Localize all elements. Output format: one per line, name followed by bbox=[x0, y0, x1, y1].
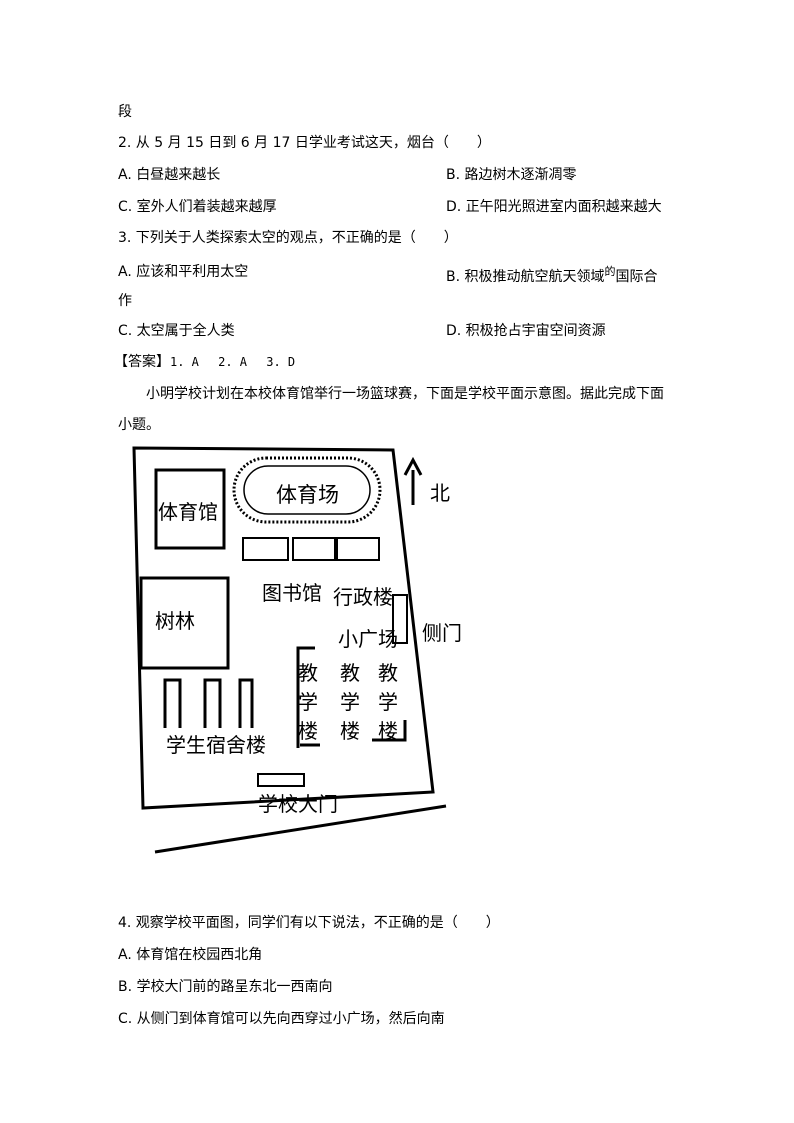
q2-option-d: D. 正午阳光照进室内面积越来越大 bbox=[446, 199, 662, 215]
question-4: 4. 观察学校平面图，同学们有以下说法，不正确的是（ ） bbox=[118, 915, 500, 931]
q3-option-b-continued: 作 bbox=[118, 293, 132, 309]
map-label-dorm: 学生宿舍楼 bbox=[166, 733, 266, 757]
q3b-text: B. 积极推动航空航天领域 bbox=[446, 269, 605, 285]
dorm-building bbox=[163, 678, 254, 728]
question-2: 2. 从 5 月 15 日到 6 月 17 日学业考试这天，烟台（ ） bbox=[118, 135, 491, 151]
map-label-side-gate: 侧门 bbox=[422, 621, 462, 645]
text-fragment: 段 bbox=[118, 104, 132, 120]
answer-label: 【答案】 bbox=[114, 354, 170, 370]
court bbox=[336, 537, 380, 561]
gym-building bbox=[154, 468, 226, 550]
q2-option-b: B. 路边树木逐渐凋零 bbox=[446, 167, 577, 183]
q3-option-c: C. 太空属于全人类 bbox=[118, 323, 235, 339]
q3-option-d: D. 积极抢占宇宙空间资源 bbox=[446, 323, 606, 339]
q4-option-a: A. 体育馆在校园西北角 bbox=[118, 947, 263, 963]
map-label-teaching: 教 bbox=[340, 661, 360, 685]
map-label-teaching: 教 bbox=[298, 661, 318, 685]
answer-text: 1. A 2. A 3. D bbox=[170, 355, 296, 369]
map-label-teaching: 学 bbox=[378, 690, 398, 714]
map-label-teaching: 楼 bbox=[378, 719, 398, 743]
intro-text: 小明学校计划在本校体育馆举行一场篮球赛，下面是学校平面示意图。据此完成下面 bbox=[146, 386, 664, 402]
teaching-building bbox=[296, 646, 407, 748]
court bbox=[242, 537, 289, 561]
answer-line: 【答案】1. A 2. A 3. D bbox=[114, 353, 295, 371]
main-gate bbox=[257, 773, 305, 787]
map-label-teaching: 学 bbox=[340, 690, 360, 714]
campus-boundary bbox=[132, 446, 435, 810]
stadium-track bbox=[232, 456, 382, 524]
map-label-teaching: 楼 bbox=[340, 719, 360, 743]
map-label-north: 北 bbox=[430, 481, 450, 505]
map-label-stadium: 体育场 bbox=[276, 483, 339, 507]
road-line bbox=[154, 804, 447, 854]
map-label-teaching: 教 bbox=[378, 661, 398, 685]
map-label-square: 小广场 bbox=[338, 627, 398, 651]
court bbox=[292, 537, 336, 561]
q2-option-a: A. 白昼越来越长 bbox=[118, 167, 221, 183]
map-label-gym: 体育馆 bbox=[158, 500, 218, 524]
question-3: 3. 下列关于人类探索太空的观点，不正确的是（ ） bbox=[118, 230, 458, 246]
map-label-teaching: 学 bbox=[298, 690, 318, 714]
map-label-main-gate: 学校大门 bbox=[258, 792, 338, 816]
map-label-teaching: 楼 bbox=[298, 719, 318, 743]
map-label-library: 图书馆 bbox=[262, 581, 322, 605]
map-label-woods: 树林 bbox=[155, 609, 195, 633]
north-arrow bbox=[403, 456, 423, 505]
q2-option-c: C. 室外人们着装越来越厚 bbox=[118, 199, 277, 215]
side-gate-building bbox=[392, 594, 408, 644]
woods-area bbox=[139, 576, 230, 670]
map-label-admin: 行政楼 bbox=[333, 585, 393, 609]
school-plan-map: 体育场 体育馆 北 图书馆 行政楼 树林 小广场 侧门 教 学 楼 教 学 楼 … bbox=[132, 446, 462, 854]
q3b-text-end: 国际合 bbox=[615, 269, 658, 285]
q3-option-b: B. 积极推动航空航天领域的国际合 bbox=[446, 263, 658, 286]
q3-option-a: A. 应该和平利用太空 bbox=[118, 264, 249, 280]
q3b-sup: 的 bbox=[604, 265, 616, 278]
intro-text-cont: 小题。 bbox=[118, 417, 160, 433]
q4-option-b: B. 学校大门前的路呈东北一西南向 bbox=[118, 979, 333, 995]
q4-option-c: C. 从侧门到体育馆可以先向西穿过小广场，然后向南 bbox=[118, 1011, 445, 1027]
